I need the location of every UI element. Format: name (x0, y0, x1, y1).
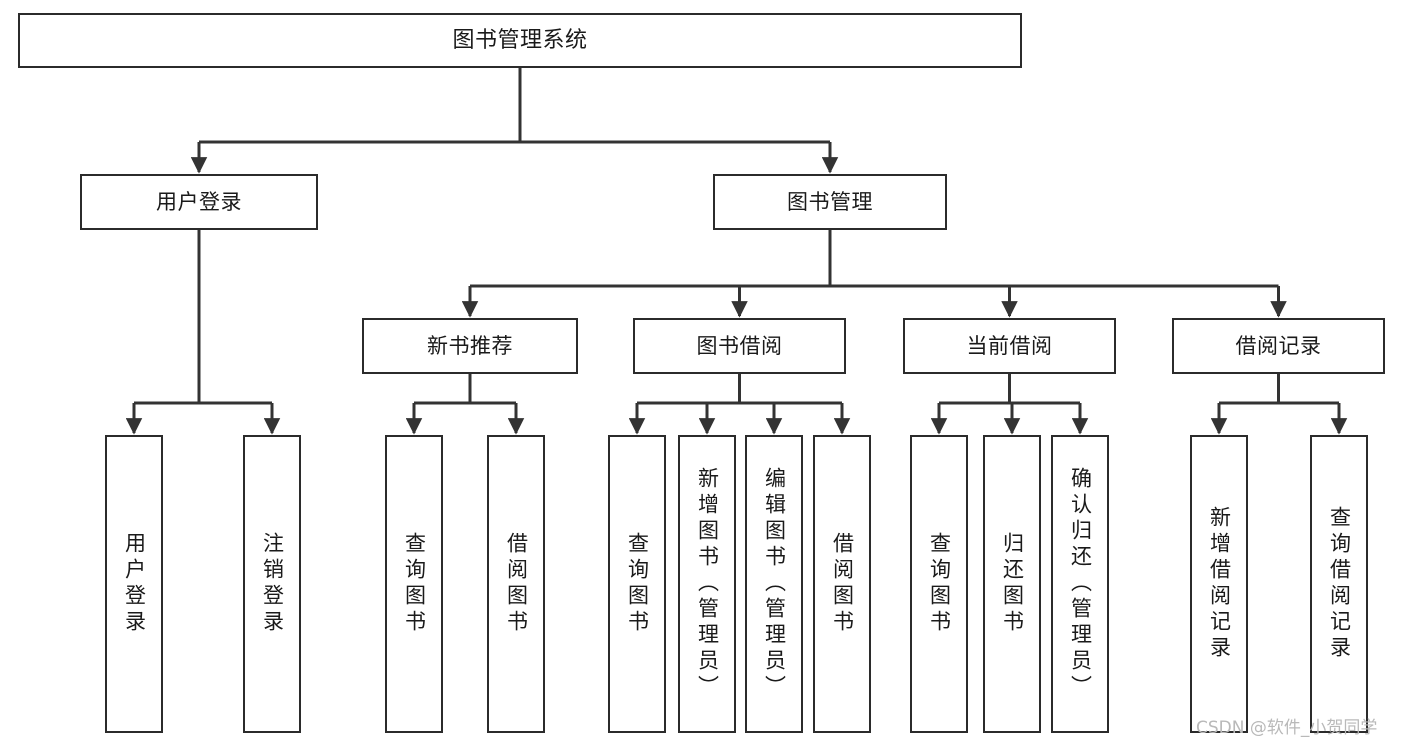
node-bookmgmt[interactable]: 图书管理 (713, 174, 947, 230)
node-leaf-br-edit[interactable]: 编辑图书（管理员） (745, 435, 803, 733)
node-label: 图书管理 (787, 189, 873, 214)
node-label: 新增借阅记录 (1207, 506, 1232, 662)
node-label: 用户登录 (122, 532, 147, 636)
node-label: 注销登录 (260, 532, 285, 636)
node-leaf-login[interactable]: 用户登录 (105, 435, 163, 733)
node-label: 查询图书 (927, 532, 952, 636)
node-label: 借阅图书 (504, 532, 529, 636)
node-leaf-nb-borrow[interactable]: 借阅图书 (487, 435, 545, 733)
node-label: 查询图书 (402, 532, 427, 636)
node-label: 借阅图书 (830, 532, 855, 636)
node-label: 确认归还（管理员） (1068, 467, 1093, 701)
node-leaf-rc-query[interactable]: 查询借阅记录 (1310, 435, 1368, 733)
node-records[interactable]: 借阅记录 (1172, 318, 1385, 374)
watermark: CSDN @软件_小贺同学 (1196, 718, 1378, 738)
node-leaf-nb-query[interactable]: 查询图书 (385, 435, 443, 733)
node-newbook[interactable]: 新书推荐 (362, 318, 578, 374)
node-label: 查询借阅记录 (1327, 506, 1352, 662)
node-label: 新增图书（管理员） (695, 467, 720, 701)
node-leaf-cu-return[interactable]: 归还图书 (983, 435, 1041, 733)
node-label: 图书借阅 (696, 333, 783, 358)
node-label: 编辑图书（管理员） (762, 467, 787, 701)
node-current[interactable]: 当前借阅 (903, 318, 1116, 374)
node-login[interactable]: 用户登录 (80, 174, 318, 230)
node-label: 当前借阅 (966, 333, 1053, 358)
node-label: 图书管理系统 (452, 27, 588, 53)
node-label: 借阅记录 (1235, 333, 1322, 358)
node-leaf-cu-confirm[interactable]: 确认归还（管理员） (1051, 435, 1109, 733)
node-leaf-br-add[interactable]: 新增图书（管理员） (678, 435, 736, 733)
node-leaf-br-borrow[interactable]: 借阅图书 (813, 435, 871, 733)
node-label: 归还图书 (1000, 532, 1025, 636)
node-leaf-rc-add[interactable]: 新增借阅记录 (1190, 435, 1248, 733)
node-borrow[interactable]: 图书借阅 (633, 318, 846, 374)
node-root[interactable]: 图书管理系统 (18, 13, 1022, 68)
node-label: 查询图书 (625, 532, 650, 636)
node-label: 用户登录 (156, 189, 242, 214)
node-leaf-cu-query[interactable]: 查询图书 (910, 435, 968, 733)
node-label: 新书推荐 (427, 333, 513, 358)
node-leaf-br-query[interactable]: 查询图书 (608, 435, 666, 733)
node-leaf-logout[interactable]: 注销登录 (243, 435, 301, 733)
